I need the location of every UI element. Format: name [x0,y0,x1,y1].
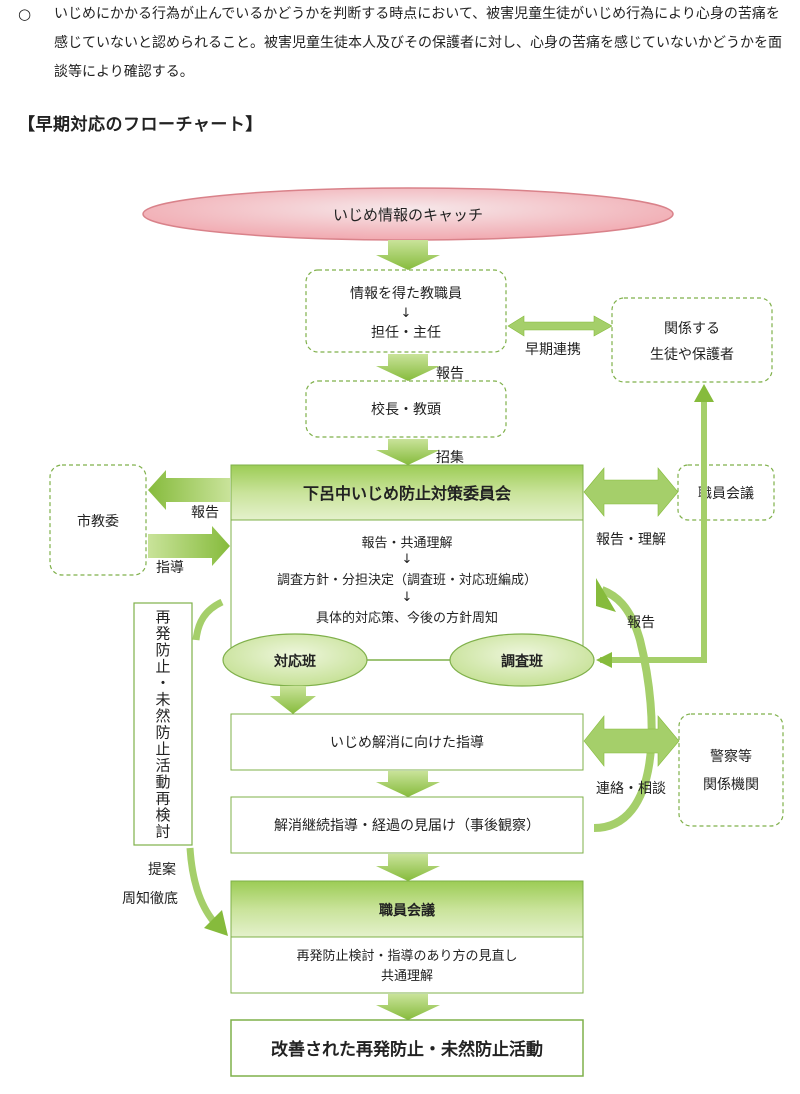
teacher-line1: 情報を得た教職員 [350,285,462,302]
police-line1: 警察等 [710,748,752,765]
response-team-label: 対応班 [273,653,316,670]
staff-body-2: 共通理解 [381,969,433,984]
principal-label: 校長・教頭 [371,401,441,418]
arrow-down-7 [376,994,440,1020]
staff-meeting-body: 再発防止検討・指導のあり方の見直し 共通理解 [230,936,584,994]
guidance-police-arrow [583,715,680,767]
guidance-label-text: いじめ解消に向けた指導 [330,735,484,751]
arrow-down-3 [376,439,440,465]
convene-label: 招集 [436,449,464,466]
staff-meeting-right-box: 職員会議 [677,464,775,521]
recurrence-curve-top [192,598,224,641]
staff-meeting-right-label: 職員会議 [698,485,754,502]
committee-arrow-1: ↓ [402,552,413,567]
report-label-1: 報告 [436,366,464,382]
guidance-from-city-arrow [148,526,230,566]
staff-body-1: 再発防止検討・指導のあり方の見直し [296,948,517,964]
police-box: 警察等 関係機関 [678,713,784,827]
city-board-box: 市教委 [49,464,147,576]
related-line2: 生徒や保護者 [650,347,734,363]
committee-body-3: 具体的対応策、今後の方針周知 [316,610,498,626]
early-link-arrow [507,315,613,337]
intro-text: いじめにかかる行為が止んでいるかどうかを判断する時点において、被害児童生徒がいじ… [54,6,782,80]
contact-consult-label: 連絡・相談 [596,781,666,797]
city-board-label: 市教委 [77,513,119,530]
report-understand-label: 報告・理解 [596,532,666,548]
start-node: いじめ情報のキャッチ [142,187,674,241]
response-team: 対応班 [222,633,368,687]
final-label: 改善された再発防止・未然防止活動 [271,1039,543,1060]
teacher-box: 情報を得た教職員 ↓ 担任・主任 [305,269,507,353]
staff-meeting-header: 職員会議 [230,880,584,938]
recurrence-curve-bottom [186,847,217,925]
recurrence-review-box: 再発防止・未然防止活動再検討 [133,602,193,846]
early-link-label: 早期連携 [525,342,581,358]
continuing-label: 解消継続指導・経過の見届け（事後観察） [274,817,540,834]
teacher-arrow: ↓ [401,306,412,321]
bullet-circle-icon: ○ [18,5,32,23]
recurrence-review-label: 再発防止・未然防止活動再検討 [155,608,170,841]
report-back-curve [593,586,656,832]
arrow-down-4 [270,686,316,714]
arrow-down-5 [376,771,440,797]
proposal-label: 提案 [148,861,176,878]
arrow-down-2 [376,354,440,381]
final-box: 改善された再発防止・未然防止活動 [230,1019,584,1077]
section-title: 【早期対応のフローチャート】 [18,115,263,135]
arrow-down-1 [376,240,440,270]
teacher-line2: 担任・主任 [371,325,441,341]
related-line1: 関係する [664,321,720,337]
committee-header: 下呂中いじめ防止対策委員会 [230,464,584,521]
arrow-down-6 [376,854,440,881]
committee-body-2: 調査方針・分担決定（調査班・対応班編成） [277,572,537,588]
investigation-team: 調査班 [449,633,595,687]
investigation-team-label: 調査班 [501,653,543,670]
report-to-city-arrow [148,470,230,510]
continuing-box: 解消継続指導・経過の見届け（事後観察） [230,796,584,854]
related-box: 関係する 生徒や保護者 [611,297,773,383]
guidance-label: 指導 [156,560,184,576]
police-line2: 関係機関 [703,777,759,793]
staff-to-investigation-line [600,520,707,663]
report-to-city-label: 報告 [191,505,219,521]
committee-staff-arrow [583,467,679,517]
intro-paragraph: ○ いじめにかかる行為が止んでいるかどうかを判断する時点において、被害児童生徒が… [18,0,788,87]
notify-label: 周知徹底 [122,890,178,907]
report-back-label: 報告 [627,615,655,631]
start-label: いじめ情報のキャッチ [333,206,483,224]
staff-meeting-title: 職員会議 [379,902,435,919]
guidance-box: いじめ解消に向けた指導 [230,713,584,771]
committee-title: 下呂中いじめ防止対策委員会 [303,484,511,503]
committee-body-1: 報告・共通理解 [361,536,452,551]
committee-arrow-2: ↓ [402,590,413,605]
principal-box: 校長・教頭 [305,380,507,438]
